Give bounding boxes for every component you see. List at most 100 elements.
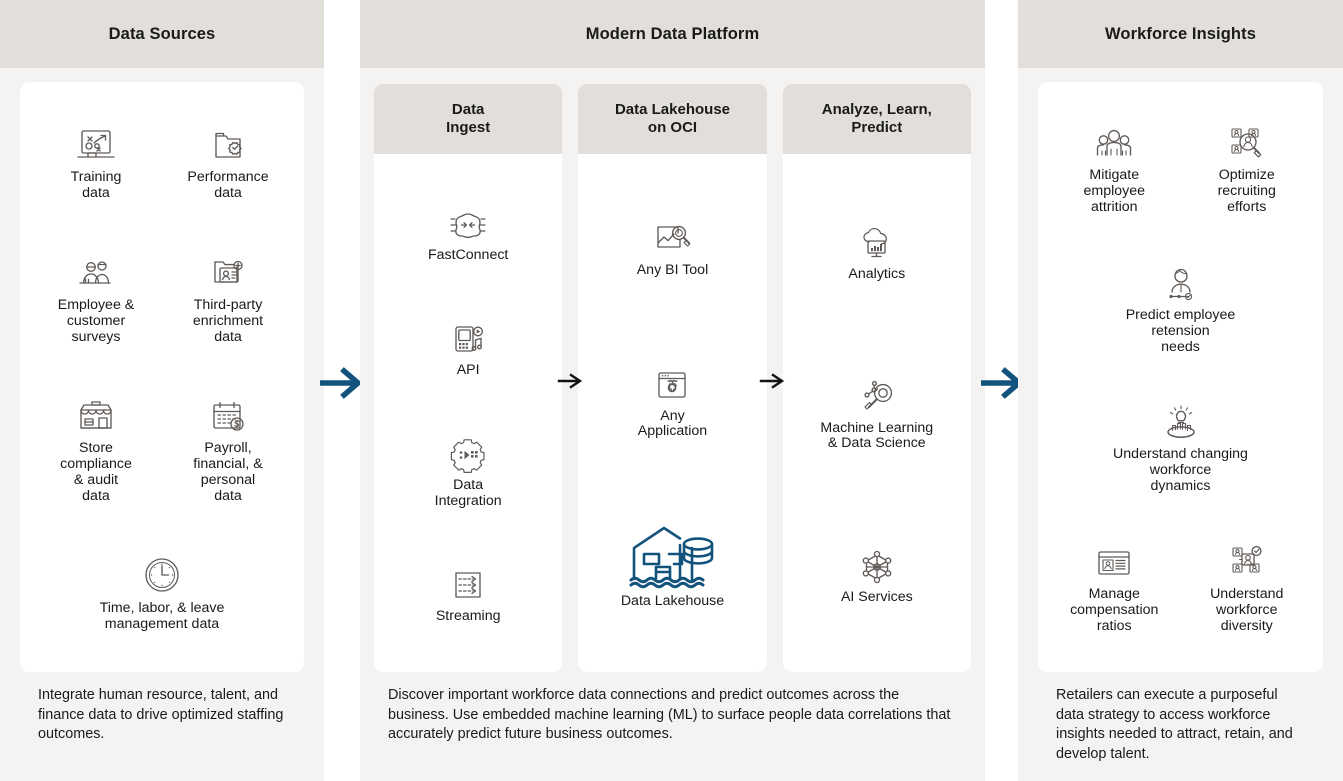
node-data-integration[interactable]: Data Integration [403,429,533,510]
node-label: Time, labor, & leave management data [99,599,225,632]
mitigate-attrition-icon [1092,119,1136,163]
panel-body-workforce-insights: Mitigate employee attrition [1018,68,1343,781]
node-third-party-enrichment[interactable]: Third-party enrichment data [163,249,293,346]
node-employee-customer-surveys[interactable]: Employee & customer surveys [31,249,161,346]
employee-customer-surveys-icon [75,249,117,293]
predict-retention-icon [1159,259,1203,303]
workforce-dynamics-icon [1159,398,1203,442]
page-title: Data Sources [108,24,216,43]
card-row: Time, labor, & leave management data [30,552,294,633]
card-row: Training data Performance data [30,121,294,202]
compensation-ratios-icon [1092,538,1136,582]
node-any-application[interactable]: Any Application [607,360,737,441]
optimize-recruiting-icon [1225,119,1269,163]
node-ai-services[interactable]: AI Services [812,541,942,606]
subcolumn-title: Data Lakehouse on OCI [614,100,731,136]
subcolumn-header: Analyze, Learn, Predict [782,84,971,154]
any-application-icon [651,360,693,404]
third-party-enrichment-icon [207,249,249,293]
node-any-bi-tool[interactable]: Any BI Tool [607,214,737,279]
card-row: Predict employee retension needs [1048,259,1313,356]
panel-caption-workforce-insights: Retailers can execute a purposeful data … [1056,687,1293,762]
subcolumn-header: Data Ingest [374,84,563,154]
node-label: AI Services [840,588,913,605]
analytics-icon [855,218,899,262]
panel-caption-modern-data-platform: Discover important workforce data connec… [388,687,951,743]
node-label: Data Integration [434,477,502,509]
node-label: Any Application [637,407,708,440]
subcolumn-header: Data Lakehouse on OCI [578,84,767,154]
payroll-financial-icon [207,392,249,436]
node-manage-compensation-ratios[interactable]: Manage compensation ratios [1049,538,1179,635]
workforce-diversity-icon [1225,538,1269,582]
node-label: Streaming [435,608,501,624]
card-workforce-insights: Mitigate employee attrition [1038,82,1323,672]
node-label: Performance data [187,169,269,202]
subcolumn-group: Data Ingest [374,84,971,672]
panel-body-modern-data-platform: Data Ingest [360,68,985,781]
node-label: Third-party enrichment data [192,296,264,345]
panel-modern-data-platform: Modern Data Platform Data Ingest [360,0,985,781]
card-row: Understand changing workforce dynamics [1048,398,1313,495]
subcolumn-body: Any BI Tool [578,154,766,672]
performance-data-icon [207,121,249,165]
node-machine-learning[interactable]: Machine Learning & Data Science [812,372,942,453]
subcolumn-body: FastConnect [374,154,562,672]
streaming-icon [447,560,489,604]
card-data-sources: Training data Performance data [20,82,304,672]
machine-learning-icon [855,372,899,416]
store-compliance-icon [75,392,117,436]
node-label: Optimize recruiting efforts [1217,167,1276,216]
node-training-data[interactable]: Training data [31,121,161,202]
node-streaming[interactable]: Streaming [403,560,533,625]
subcolumn-title: Analyze, Learn, Predict [821,100,932,136]
subcolumn-body: Analytics [783,154,971,672]
page-title: Modern Data Platform [585,24,760,43]
ai-services-icon [856,541,898,585]
arrow-sources-to-platform [320,358,366,408]
node-label: Data Lakehouse [620,592,725,609]
node-payroll-financial[interactable]: Payroll, financial, & personal data [163,392,293,505]
node-predict-employee-retention[interactable]: Predict employee retension needs [1071,259,1291,356]
node-understand-workforce-diversity[interactable]: Understand workforce diversity [1182,538,1312,635]
card-row: Employee & customer surveys [30,249,294,346]
node-label: Understand changing workforce dynamics [1113,446,1248,495]
card-row: Store compliance & audit data [30,392,294,505]
panel-body-data-sources: Training data Performance data [0,68,324,781]
node-performance-data[interactable]: Performance data [163,121,293,202]
api-icon [447,314,489,358]
node-label: Store compliance & audit data [60,440,132,505]
node-time-labor-leave[interactable]: Time, labor, & leave management data [62,552,262,633]
node-label: Machine Learning & Data Science [820,419,934,452]
panel-header-workforce-insights: Workforce Insights [1018,0,1343,68]
subcolumn-analyze-learn-predict: Analyze, Learn, Predict [782,84,971,672]
card-row: Manage compensation ratios [1048,538,1313,635]
subcolumn-data-ingest: Data Ingest [374,84,563,672]
node-label: Mitigate employee attrition [1083,167,1146,216]
panel-header-data-sources: Data Sources [0,0,324,68]
node-label: Payroll, financial, & personal data [193,440,263,505]
node-label: API [456,362,480,379]
node-label: FastConnect [427,247,509,264]
arrow-lakehouse-to-analyze [758,366,788,396]
node-label: Employee & customer surveys [57,296,135,345]
node-api[interactable]: API [403,314,533,379]
page-title: Workforce Insights [1105,24,1256,43]
clock-icon [140,552,184,596]
node-understand-workforce-dynamics[interactable]: Understand changing workforce dynamics [1061,398,1301,495]
node-data-lakehouse[interactable]: Data Lakehouse [597,521,747,610]
node-label: Understand workforce diversity [1210,585,1284,634]
node-optimize-recruiting[interactable]: Optimize recruiting efforts [1182,119,1312,216]
node-analytics[interactable]: Analytics [812,218,942,283]
data-integration-icon [447,429,489,474]
training-data-icon [75,121,117,165]
any-bi-tool-icon [650,214,694,258]
node-label: Analytics [848,266,906,283]
node-fastconnect[interactable]: FastConnect [403,199,533,264]
subcolumn-title: Data Ingest [446,100,491,136]
panel-data-sources: Data Sources [0,0,324,781]
panel-header-modern-data-platform: Modern Data Platform [360,0,985,68]
node-mitigate-employee-attrition[interactable]: Mitigate employee attrition [1049,119,1179,216]
node-store-compliance[interactable]: Store compliance & audit data [31,392,161,505]
